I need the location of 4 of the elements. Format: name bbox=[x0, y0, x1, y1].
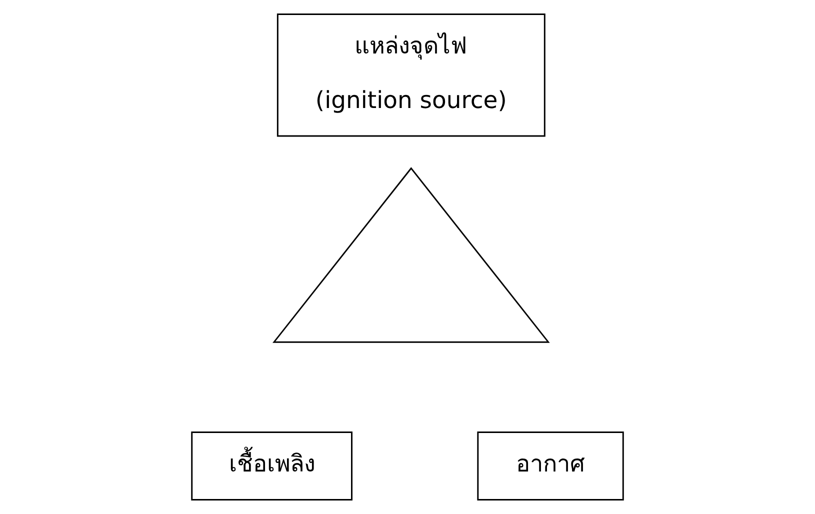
node-box: อากาศ bbox=[477, 432, 624, 500]
node-triangle bbox=[272, 167, 550, 343]
node-box: แหล่งจุดไฟ (ignition source) bbox=[276, 14, 546, 137]
node-box: เชื้อเพลิง bbox=[191, 432, 352, 500]
